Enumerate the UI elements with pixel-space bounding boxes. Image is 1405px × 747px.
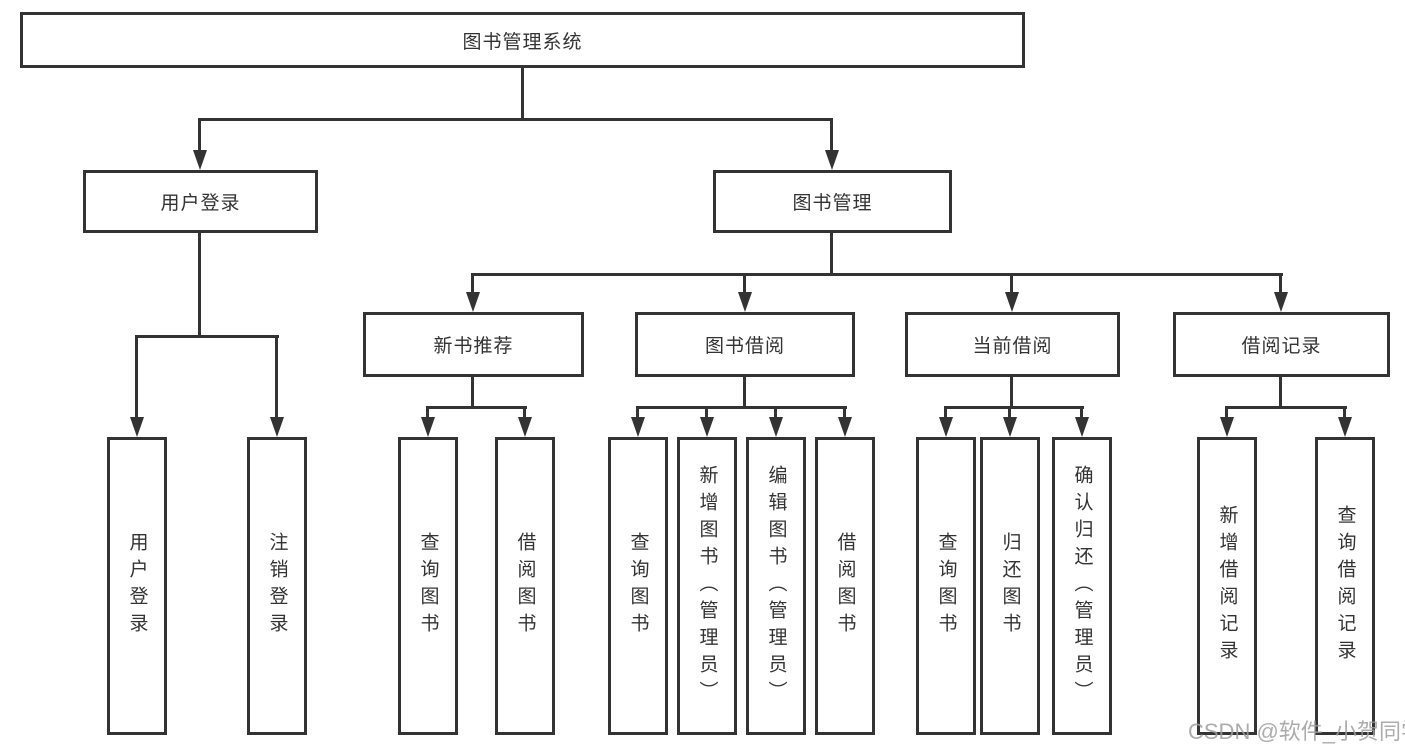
connector-vline (471, 377, 474, 406)
arrow-down-icon (466, 292, 480, 312)
connector-vline (275, 335, 278, 417)
connector-vline (471, 273, 474, 292)
arrow-down-icon (738, 292, 752, 312)
leaf-user-login: 用户登录 (107, 437, 167, 735)
arrow-down-icon (1274, 292, 1288, 312)
connector-vline (521, 68, 524, 118)
connector-vline (1279, 273, 1282, 292)
connector-vline (523, 406, 526, 417)
leaf-label: 归还图书 (999, 532, 1021, 640)
node-label: 用户登录 (160, 193, 241, 214)
leaf-search-books-borrow: 查询图书 (608, 437, 668, 735)
arrow-down-icon (631, 417, 645, 437)
node-current-borrowing: 当前借阅 (905, 312, 1120, 377)
connector-vline (774, 406, 777, 417)
connector-vline (1008, 406, 1011, 417)
arrow-down-icon (1220, 417, 1234, 437)
arrow-down-icon (130, 417, 144, 437)
connector-vline (636, 406, 639, 417)
node-label: 图书管理系统 (462, 31, 583, 53)
connector-vline (843, 406, 846, 417)
node-label: 借阅记录 (1241, 336, 1322, 357)
connector-hline (426, 406, 527, 409)
node-borrowing-records: 借阅记录 (1173, 312, 1390, 377)
node-library-management-system: 图书管理系统 (20, 12, 1025, 68)
node-user-login: 用户登录 (83, 170, 318, 233)
connector-vline (1010, 273, 1013, 292)
leaf-search-borrow-record: 查询借阅记录 (1315, 437, 1375, 735)
connector-vline (1080, 406, 1083, 417)
connector-vline (705, 406, 708, 417)
connector-vline (1010, 377, 1013, 406)
arrow-down-icon (769, 417, 783, 437)
node-book-management: 图书管理 (713, 170, 952, 233)
leaf-label: 查询图书 (935, 532, 957, 640)
leaf-label: 借阅图书 (834, 532, 856, 640)
arrow-down-icon (838, 417, 852, 437)
leaf-logout: 注销登录 (247, 437, 307, 735)
leaf-label: 借阅图书 (514, 532, 536, 640)
arrow-down-icon (1005, 292, 1019, 312)
leaf-confirm-return-admin: 确认归还（管理员） (1052, 437, 1112, 735)
connector-vline (1343, 406, 1346, 417)
connector-vline (830, 118, 833, 150)
connector-vline (135, 335, 138, 417)
leaf-label: 用户登录 (126, 532, 148, 640)
connector-vline (1279, 377, 1282, 406)
node-label: 图书管理 (792, 193, 873, 214)
node-label: 当前借阅 (972, 336, 1053, 357)
arrow-down-icon (1075, 417, 1089, 437)
arrow-down-icon (518, 417, 532, 437)
leaf-borrow-books-recommend: 借阅图书 (495, 437, 555, 735)
leaf-label: 注销登录 (266, 532, 288, 640)
connector-vline (743, 377, 746, 406)
arrow-down-icon (825, 150, 839, 170)
arrow-down-icon (939, 417, 953, 437)
leaf-add-borrow-record: 新增借阅记录 (1197, 437, 1257, 735)
connector-vline (944, 406, 947, 417)
connector-hline (199, 118, 833, 121)
arrow-down-icon (421, 417, 435, 437)
arrow-down-icon (1003, 417, 1017, 437)
node-label: 新书推荐 (433, 336, 514, 357)
connector-vline (426, 406, 429, 417)
node-book-borrowing: 图书借阅 (635, 312, 855, 377)
arrow-down-icon (1338, 417, 1352, 437)
connector-hline (636, 406, 847, 409)
leaf-label: 确认归还（管理员） (1071, 464, 1093, 708)
leaf-label: 查询图书 (627, 532, 649, 640)
csdn-watermark: CSDN @软件_小贺同学 (1188, 719, 1405, 744)
connector-hline (135, 335, 279, 338)
arrow-down-icon (700, 417, 714, 437)
leaf-add-books-admin: 新增图书（管理员） (677, 437, 737, 735)
leaf-label: 编辑图书（管理员） (765, 464, 787, 708)
arrow-down-icon (270, 417, 284, 437)
arrow-down-icon (193, 150, 207, 170)
node-new-book-recommendation: 新书推荐 (363, 312, 584, 377)
connector-hline (1225, 406, 1347, 409)
connector-hline (944, 406, 1084, 409)
leaf-label: 查询借阅记录 (1334, 505, 1356, 667)
connector-vline (830, 233, 833, 273)
node-label: 图书借阅 (704, 336, 785, 357)
leaf-search-books-recommend: 查询图书 (398, 437, 458, 735)
leaf-edit-books-admin: 编辑图书（管理员） (746, 437, 806, 735)
leaf-borrow-books: 借阅图书 (815, 437, 875, 735)
leaf-return-books: 归还图书 (980, 437, 1040, 735)
connector-vline (198, 233, 201, 335)
connector-vline (198, 118, 201, 150)
leaf-label: 新增图书（管理员） (696, 464, 718, 708)
connector-vline (1225, 406, 1228, 417)
leaf-label: 查询图书 (417, 532, 439, 640)
leaf-label: 新增借阅记录 (1216, 505, 1238, 667)
connector-hline (471, 273, 1283, 276)
connector-vline (743, 273, 746, 292)
leaf-search-books-current: 查询图书 (916, 437, 976, 735)
